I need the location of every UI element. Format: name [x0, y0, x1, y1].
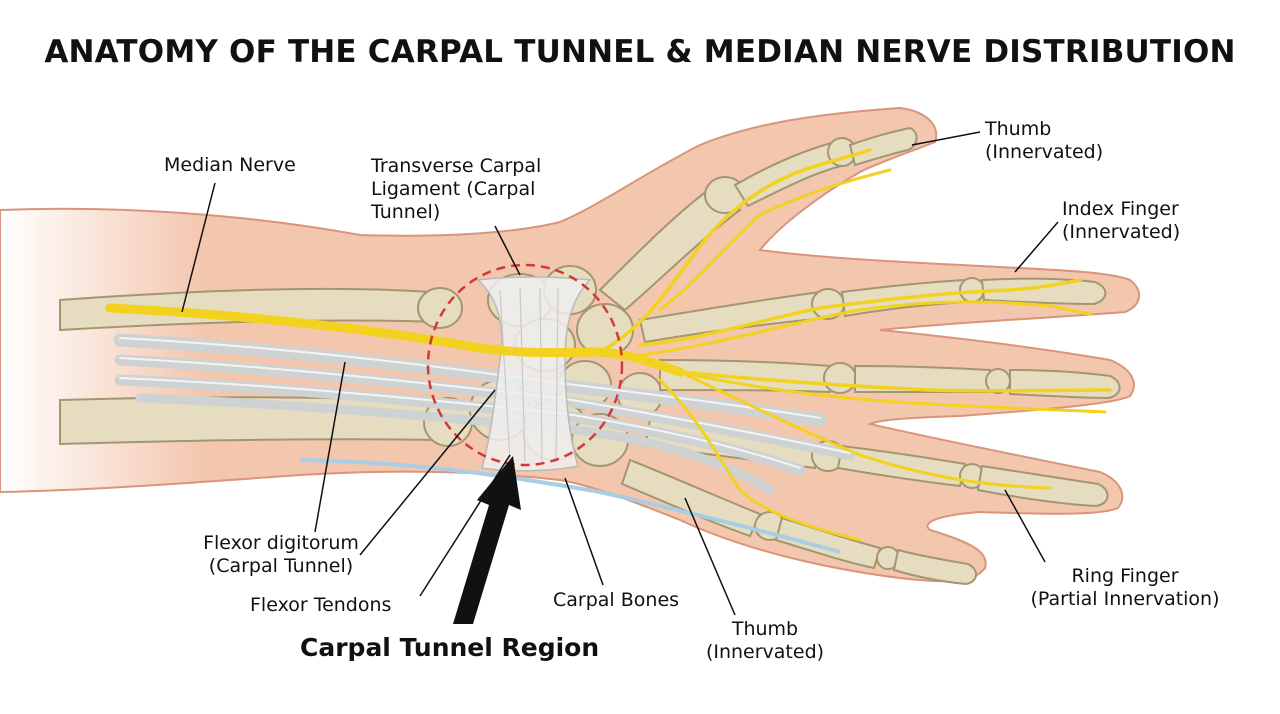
forearm-bones — [59, 287, 473, 447]
label-ring-finger: Ring Finger (Partial Innervation) — [1030, 565, 1220, 610]
label-median-nerve: Median Nerve — [164, 154, 296, 176]
label-thumb-bottom: Thumb (Innervated) — [705, 618, 825, 663]
median-nerve — [105, 148, 1112, 542]
label-carpal-bones: Carpal Bones — [553, 589, 680, 611]
label-carpal-tunnel-region: Carpal Tunnel Region — [300, 633, 600, 662]
transverse-carpal-ligament — [476, 276, 592, 472]
label-flexor-digitorum: Flexor digitorum (Carpal Tunnel) — [203, 532, 359, 577]
label-index-finger: Index Finger (Innervated) — [1062, 198, 1181, 243]
label-thumb-top: Thumb (Innervated) — [985, 118, 1104, 163]
label-transverse-carpal-ligament: Transverse Carpal Ligament (Carpal Tunne… — [371, 155, 542, 223]
carpal-tunnel-circle — [426, 263, 624, 467]
arrow-icon — [453, 456, 521, 624]
label-flexor-tendons: Flexor Tendons — [250, 594, 392, 616]
blood-vessel — [299, 458, 841, 554]
page-title: ANATOMY OF THE CARPAL TUNNEL & MEDIAN NE… — [44, 34, 1236, 70]
